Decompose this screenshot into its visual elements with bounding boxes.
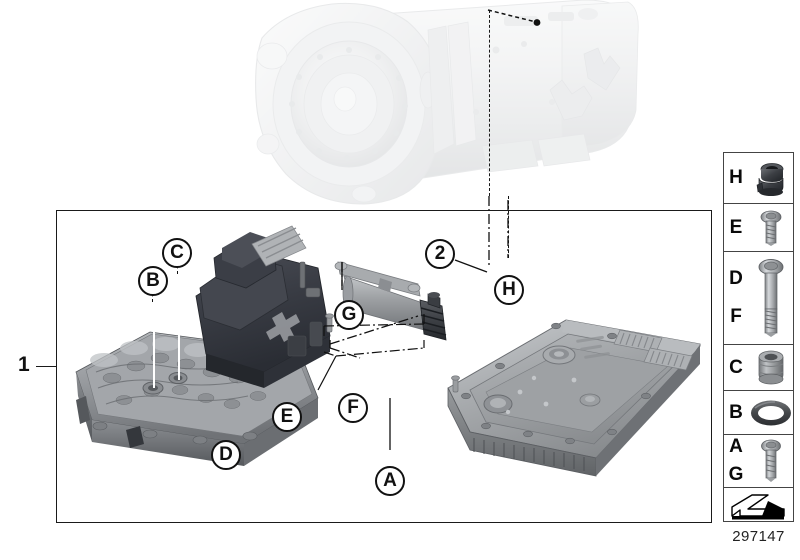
callout-bubble-A: A (375, 466, 405, 496)
callout-bubble-B: B (138, 266, 168, 296)
medium-torx-bolt-icon (748, 435, 793, 487)
legend-letter: A (729, 436, 743, 458)
legend-cell-E: E (724, 204, 793, 252)
legend-letters-AG: A G (724, 437, 748, 485)
legend-letters-H: H (724, 168, 748, 188)
direction-arrow-icon (724, 488, 793, 521)
callout-bubble-D: D (211, 440, 241, 470)
legend-cell-DF: D F (724, 252, 793, 345)
callout-bubble-G: G (334, 300, 364, 330)
legend-letters-B: B (724, 401, 748, 423)
legend-cell-C: C (724, 345, 793, 391)
parts-legend-panel: H (723, 152, 794, 522)
sleeve-bushing-icon (748, 345, 793, 390)
exploded-view-frame (56, 210, 712, 523)
legend-letter: H (729, 167, 743, 189)
legend-letters-DF: D F (724, 269, 748, 327)
o-ring-seal-icon (748, 391, 793, 434)
leader-arrow-top (487, 9, 541, 26)
part-number-label: 297147 (732, 528, 785, 545)
callout-bubble-C: C (162, 238, 192, 268)
leader-line-B (153, 296, 155, 388)
legend-cell-H: H (724, 153, 793, 204)
rubber-grommet-connector-icon (748, 153, 793, 203)
legend-letters-C: C (724, 356, 748, 378)
callout-1-label: 1 (18, 353, 30, 376)
legend-cell-AG: A G (724, 435, 793, 488)
legend-letter: F (730, 306, 742, 327)
callout-bubble-2: 2 (425, 239, 455, 269)
short-torx-bolt-icon (748, 204, 793, 251)
legend-cell-arrow (724, 488, 793, 521)
callout-bubble-H: H (494, 275, 524, 305)
legend-letter: B (729, 401, 743, 423)
legend-letter: C (729, 356, 743, 378)
long-torx-bolt-icon (748, 252, 793, 344)
legend-cell-B: B (724, 391, 793, 435)
legend-letters-E: E (724, 216, 748, 238)
transmission-housing-ghost (232, 0, 642, 218)
callout-bubble-E: E (272, 402, 302, 432)
legend-letter: E (729, 216, 743, 238)
legend-letter: D (729, 268, 743, 290)
leader-line-H-lower (508, 196, 509, 258)
leader-line-C (178, 268, 180, 380)
callout-bubble-F: F (338, 393, 368, 423)
leader-line-top-h (489, 10, 490, 196)
legend-letter: G (728, 464, 744, 485)
callout-1-leader (36, 366, 56, 367)
